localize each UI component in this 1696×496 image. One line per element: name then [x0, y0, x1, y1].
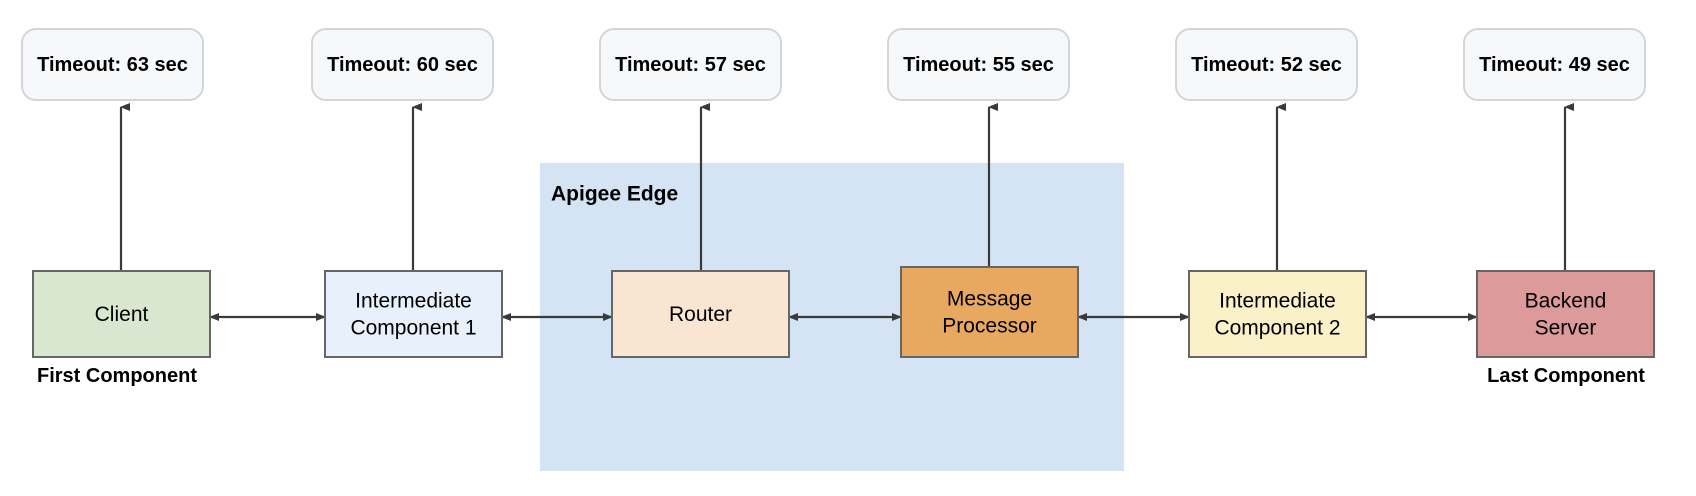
timeout-backend-server-rect[interactable] — [1463, 28, 1646, 101]
timeout-intermediate-1[interactable]: Timeout: 60 sec — [311, 28, 494, 101]
node-rect-intermediate-component-1[interactable] — [324, 270, 503, 358]
timeout-connector-group — [119, 103, 1574, 271]
timeout-backend-server[interactable]: Timeout: 49 sec — [1463, 28, 1646, 101]
timeout-badge-group: Timeout: 63 sec Timeout: 60 sec Timeout: 5… — [21, 28, 1646, 101]
node-label-intermediate-component-1: Intermediate — [355, 290, 472, 313]
node-label-intermediate-component-2: Intermediate — [1219, 290, 1336, 313]
timeout-intermediate-2-label: Timeout: 52 sec — [1191, 54, 1342, 76]
node-client[interactable]: Client — [32, 270, 211, 358]
timeout-message-processor-label: Timeout: 55 sec — [903, 54, 1054, 76]
caption-last: Last Component — [1487, 365, 1645, 387]
timeout-client-rect[interactable] — [21, 28, 204, 101]
timeout-router-rect[interactable] — [599, 28, 782, 101]
timeout-intermediate-1-rect[interactable] — [311, 28, 494, 101]
node-rect-client[interactable] — [32, 270, 211, 358]
node-rect-router[interactable] — [611, 270, 790, 358]
caption-first: First Component — [37, 365, 197, 387]
node-label-client: Client — [95, 303, 149, 326]
timeout-client-label: Timeout: 63 sec — [37, 54, 188, 76]
node-label-intermediate-component-2: Component 2 — [1214, 317, 1340, 340]
node-router[interactable]: Router — [611, 270, 790, 358]
timeout-message-processor[interactable]: Timeout: 55 sec — [887, 28, 1070, 101]
timeout-router[interactable]: Timeout: 57 sec — [599, 28, 782, 101]
node-label-message-processor: Message — [947, 288, 1032, 311]
node-label-router: Router — [669, 303, 732, 326]
timeout-message-processor-rect[interactable] — [887, 28, 1070, 101]
node-rect-intermediate-component-2[interactable] — [1188, 270, 1367, 358]
node-label-backend-server: Backend — [1525, 290, 1607, 313]
caption-group: First Component Last Component — [37, 365, 1645, 387]
timeout-client[interactable]: Timeout: 63 sec — [21, 28, 204, 101]
node-label-intermediate-component-1: Component 1 — [350, 317, 476, 340]
timeout-intermediate-2-rect[interactable] — [1175, 28, 1358, 101]
timeout-router-label: Timeout: 57 sec — [615, 54, 766, 76]
timeout-backend-server-label: Timeout: 49 sec — [1479, 54, 1630, 76]
node-label-backend-server: Server — [1535, 317, 1597, 340]
timeout-intermediate-2[interactable]: Timeout: 52 sec — [1175, 28, 1358, 101]
timeout-intermediate-1-label: Timeout: 60 sec — [327, 54, 478, 76]
node-rect-message-processor[interactable] — [900, 266, 1079, 358]
apigee-edge-zone-title: Apigee Edge — [551, 183, 678, 206]
node-label-message-processor: Processor — [942, 315, 1037, 338]
node-rect-backend-server[interactable] — [1476, 270, 1655, 358]
